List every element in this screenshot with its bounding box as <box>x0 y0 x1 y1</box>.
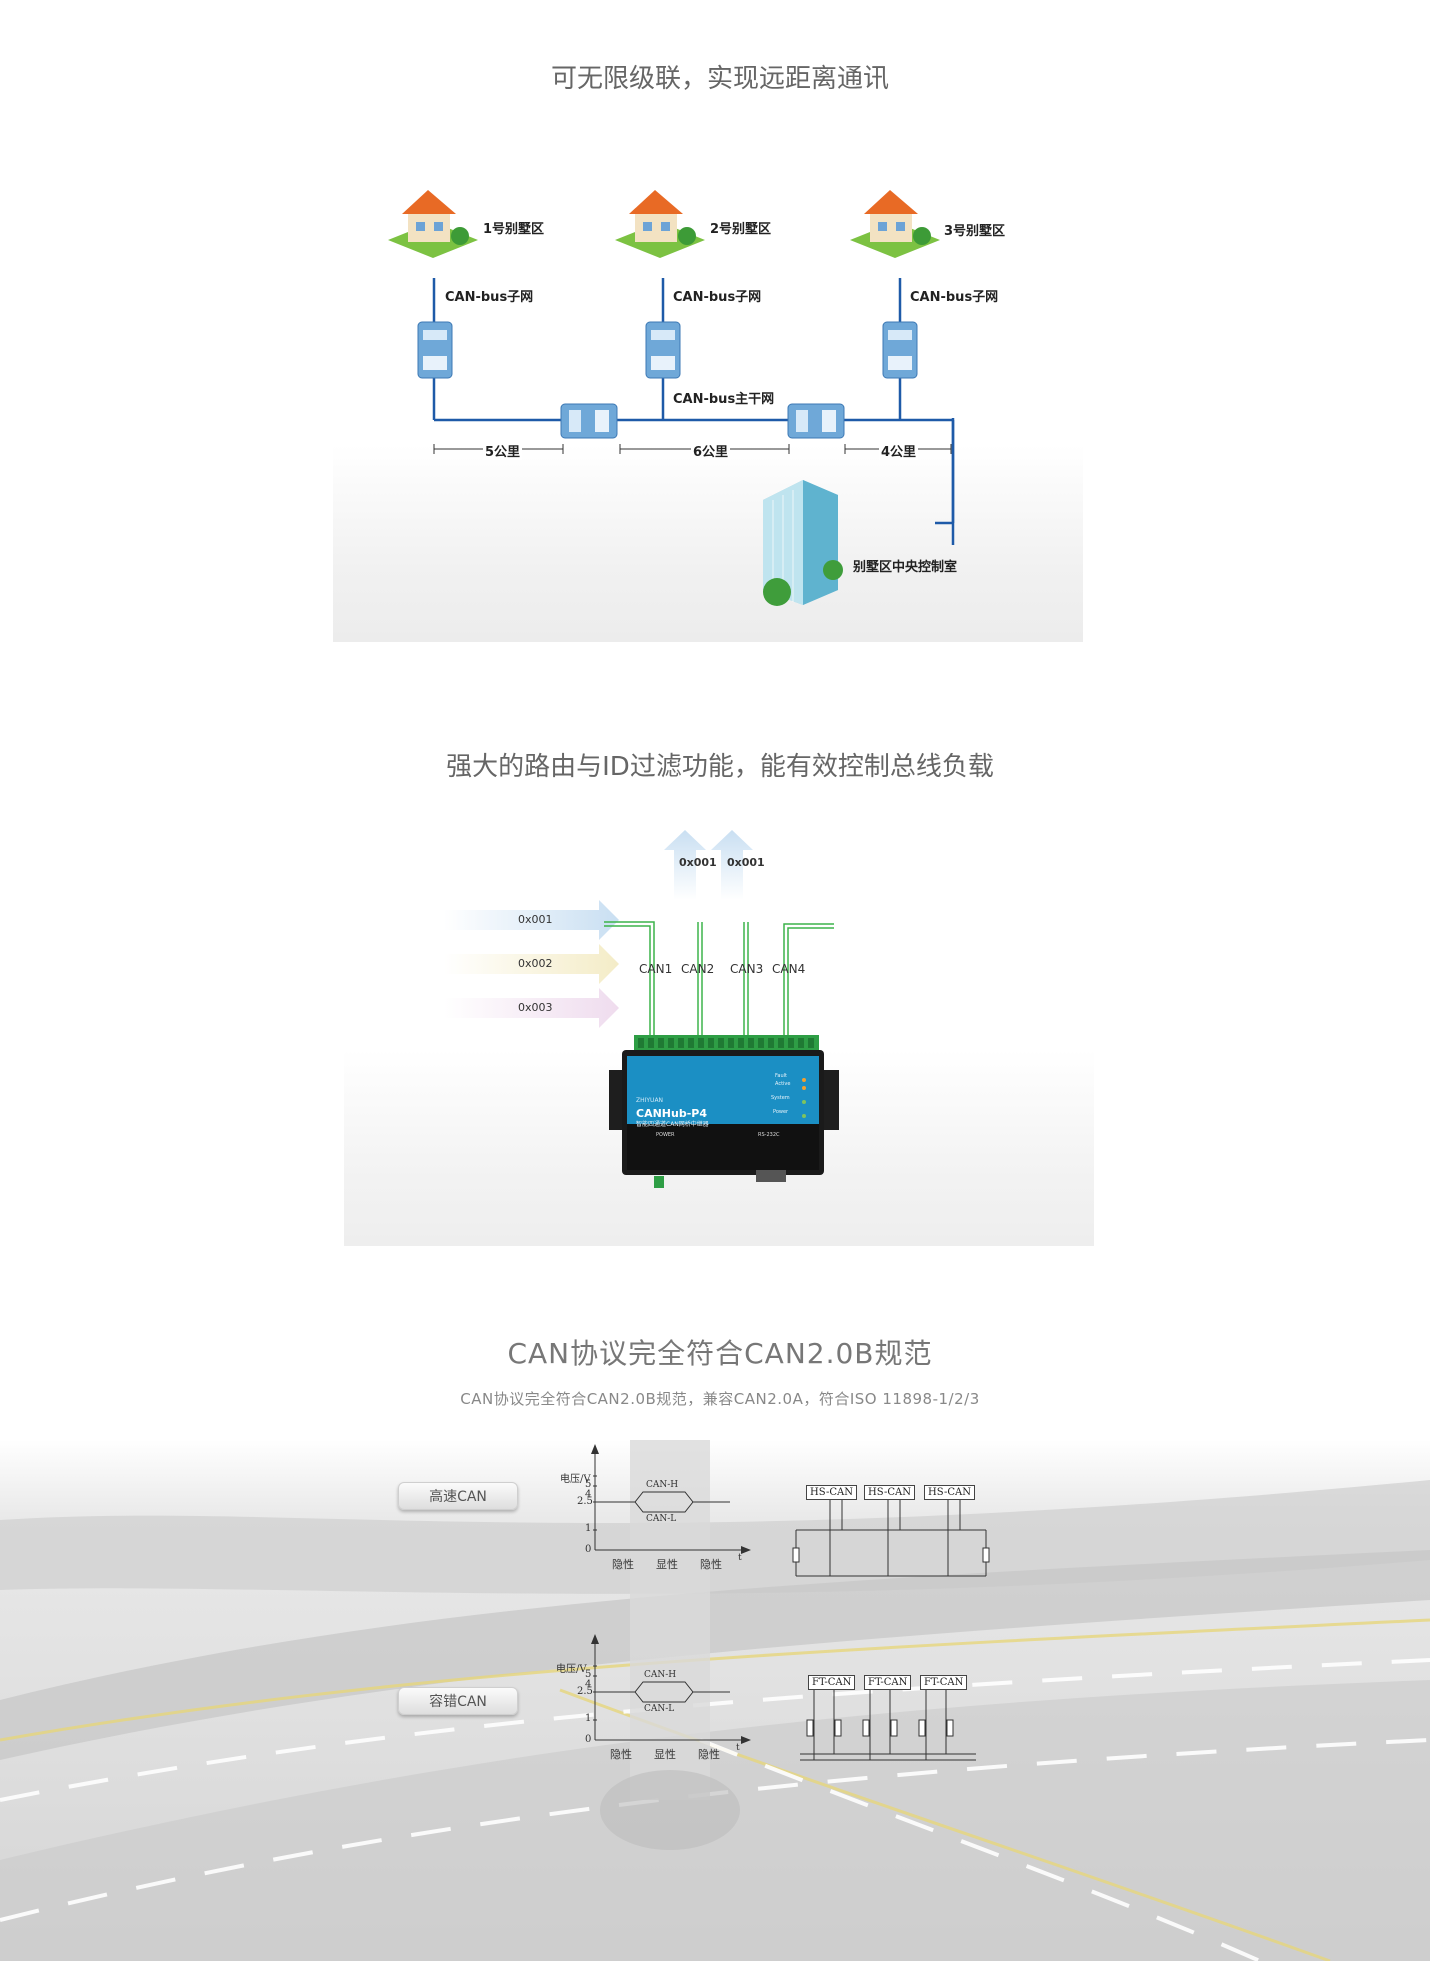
ft-node-1: FT-CAN <box>808 1675 856 1690</box>
subnet-label-1: CAN-bus子网 <box>445 290 534 305</box>
port-label-power: POWER <box>656 1132 675 1138</box>
hs-y-tick-0: 0 <box>585 1544 592 1555</box>
highway-background-image <box>0 1440 1430 1961</box>
device-brand: ZHIYUAN <box>636 1097 664 1104</box>
led-label-fault: Fault <box>775 1073 787 1079</box>
channel-label-can4: CAN4 <box>772 962 806 976</box>
section-title-protocol: CAN协议完全符合CAN2.0B规范 <box>507 1337 933 1370</box>
villa-label-2: 2号别墅区 <box>710 222 772 237</box>
ft-y-tick-5: 5 <box>585 1669 592 1680</box>
ft-x-label-dominant: 显性 <box>654 1748 676 1761</box>
control-room-label: 别墅区中央控制室 <box>853 560 958 575</box>
input-arrow-0x002 <box>444 944 619 984</box>
led-label-system: System <box>771 1095 790 1101</box>
high-speed-bus-schematic <box>792 1498 990 1577</box>
input-id-label-2: 0x002 <box>518 957 553 970</box>
hs-y-tick-5: 5 <box>585 1479 592 1490</box>
fault-tolerant-can-button[interactable]: 容错CAN <box>398 1687 518 1715</box>
ft-y-tick-0: 0 <box>585 1734 592 1745</box>
fault-tolerant-bus-schematic <box>800 1690 976 1761</box>
fault-tolerant-voltage-chart <box>591 1634 751 1744</box>
ft-can-h-label: CAN-H <box>644 1670 677 1680</box>
port-label-rs232: RS-232C <box>758 1132 780 1138</box>
led-label-active: Active <box>775 1081 791 1087</box>
villa-label-1: 1号别墅区 <box>483 222 545 237</box>
ft-y-axis-label: 电压/V <box>556 1664 587 1675</box>
output-arrow-up-1 <box>664 830 706 900</box>
section-subtitle-protocol: CAN协议完全符合CAN2.0B规范，兼容CAN2.0A，符合ISO 11898… <box>460 1390 980 1408</box>
ft-can-l-label: CAN-L <box>644 1704 675 1714</box>
ft-x-label-recessive-2: 隐性 <box>698 1748 720 1761</box>
channel-label-can2: CAN2 <box>681 962 715 976</box>
villa-label-3: 3号别墅区 <box>944 224 1006 239</box>
network-topology-diagram: 1号别墅区 2号别墅区 3号别墅区 CAN-bus子网 CAN-bus子网 CA… <box>333 150 1083 642</box>
ft-y-tick-4: 4 <box>585 1679 592 1690</box>
villa-house-icon <box>850 190 940 258</box>
ft-node-2: FT-CAN <box>864 1675 912 1690</box>
hs-node-3: HS-CAN <box>924 1485 975 1500</box>
input-id-label-1: 0x001 <box>518 913 553 926</box>
can-repeater-icon <box>417 321 453 379</box>
led-label-power: Power <box>773 1109 789 1115</box>
hs-x-label-recessive-1: 隐性 <box>612 1558 634 1571</box>
routing-diagram: 0x001 0x001 0x001 0x002 0x003 CAN1 CAN2 … <box>344 810 1094 1246</box>
device-subtitle: 智能四通道CAN网桥中继器 <box>636 1121 709 1128</box>
hs-x-label-recessive-2: 隐性 <box>700 1558 722 1571</box>
input-arrow-0x001 <box>444 900 619 940</box>
section-title-routing: 强大的路由与ID过滤功能，能有效控制总线负载 <box>446 752 994 782</box>
hs-x-label-t: t <box>738 1553 742 1563</box>
hs-can-h-label: CAN-H <box>646 1480 679 1490</box>
ft-y-tick-2-5: 2.5 <box>577 1686 593 1697</box>
input-arrow-0x003 <box>444 988 619 1028</box>
hs-node-1: HS-CAN <box>806 1485 857 1500</box>
can-repeater-icon <box>560 403 618 439</box>
output-arrow-up-2 <box>711 830 753 900</box>
hs-can-l-label: CAN-L <box>646 1514 677 1524</box>
subnet-label-3: CAN-bus子网 <box>910 290 999 305</box>
ft-x-label-recessive-1: 隐性 <box>610 1748 632 1761</box>
can-repeater-icon <box>645 321 681 379</box>
channel-label-can1: CAN1 <box>639 962 673 976</box>
hs-y-tick-4: 4 <box>585 1489 592 1500</box>
ft-x-label-t: t <box>736 1743 740 1753</box>
distance-label-3: 4公里 <box>879 441 919 460</box>
hs-y-tick-2-5: 2.5 <box>577 1496 593 1507</box>
ft-node-3: FT-CAN <box>920 1675 968 1690</box>
high-speed-voltage-chart <box>591 1444 751 1554</box>
hs-y-tick-1: 1 <box>585 1523 592 1534</box>
high-speed-can-button[interactable]: 高速CAN <box>398 1482 518 1510</box>
output-id-label-1: 0x001 <box>679 856 717 869</box>
distance-label-2: 6公里 <box>691 441 731 460</box>
distance-label-1: 5公里 <box>483 441 523 460</box>
channel-label-can3: CAN3 <box>730 962 764 976</box>
hs-x-label-dominant: 显性 <box>656 1558 678 1571</box>
subnet-label-2: CAN-bus子网 <box>673 290 762 305</box>
ft-y-tick-1: 1 <box>585 1713 592 1724</box>
input-id-label-3: 0x003 <box>518 1001 553 1014</box>
villa-house-icon <box>388 190 478 258</box>
can-repeater-icon <box>787 403 845 439</box>
output-id-label-2: 0x001 <box>727 856 765 869</box>
control-building-icon <box>763 480 843 606</box>
can-repeater-icon <box>882 321 918 379</box>
backbone-label: CAN-bus主干网 <box>673 392 775 407</box>
section-title-cascade: 可无限级联，实现远距离通讯 <box>550 64 889 94</box>
villa-house-icon <box>615 190 705 258</box>
backbone-connector <box>935 418 955 525</box>
canhub-device-image <box>609 1050 839 1188</box>
hs-node-2: HS-CAN <box>864 1485 915 1500</box>
device-name: CANHub-P4 <box>636 1107 707 1120</box>
hs-y-axis-label: 电压/V <box>560 1474 591 1485</box>
